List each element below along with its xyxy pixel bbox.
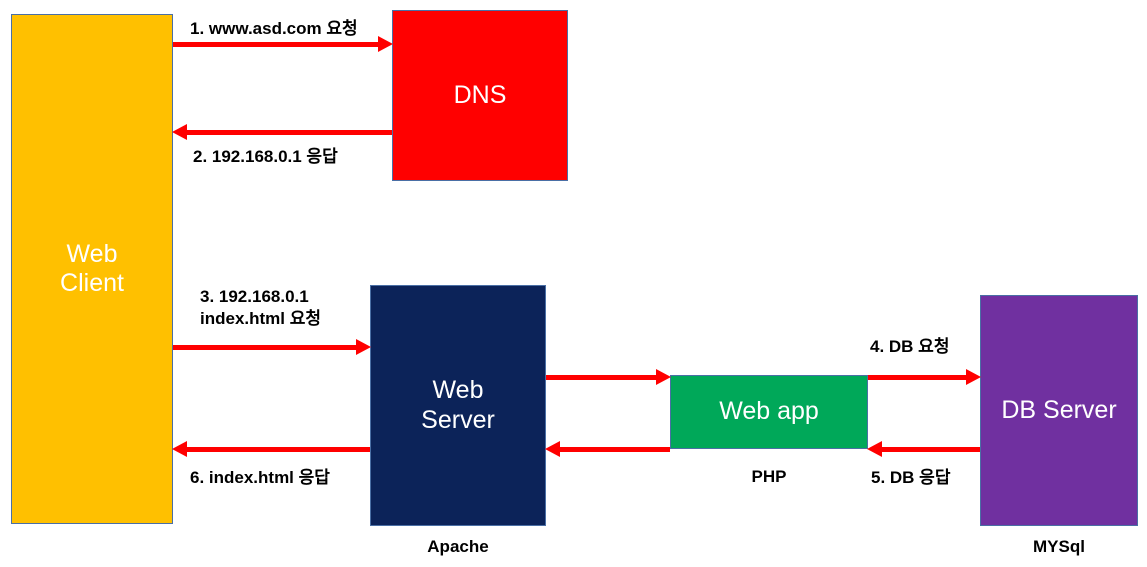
node-db-server-label: DB Server: [1001, 395, 1117, 424]
node-web-app-label: Web app: [719, 397, 819, 426]
node-web-client[interactable]: Web Client: [11, 14, 173, 524]
node-web-server-label: Web Server: [421, 376, 495, 434]
caption-php: PHP: [751, 467, 787, 486]
node-db-server[interactable]: DB Server: [980, 295, 1138, 526]
edge-label-webapp-to-dbserver: 4. DB 요청: [870, 337, 950, 356]
node-web-server[interactable]: Web Server: [370, 285, 546, 526]
node-dns-label: DNS: [453, 80, 507, 109]
edge-label-client-to-dns: 1. www.asd.com 요청: [190, 19, 358, 38]
edge-label-dbserver-to-webapp: 5. DB 응답: [871, 468, 951, 487]
edge-label-dns-to-client: 2. 192.168.0.1 응답: [193, 147, 338, 166]
caption-apache: Apache: [427, 537, 489, 556]
node-web-client-label: Web Client: [60, 239, 124, 298]
edge-label-client-to-webserver: 3. 192.168.0.1 index.html 요청: [200, 287, 322, 328]
caption-mysql: MYSql: [1033, 537, 1085, 556]
node-dns[interactable]: DNS: [392, 10, 568, 181]
node-web-app[interactable]: Web app: [670, 375, 868, 449]
edge-label-webserver-to-client: 6. index.html 응답: [190, 468, 330, 487]
